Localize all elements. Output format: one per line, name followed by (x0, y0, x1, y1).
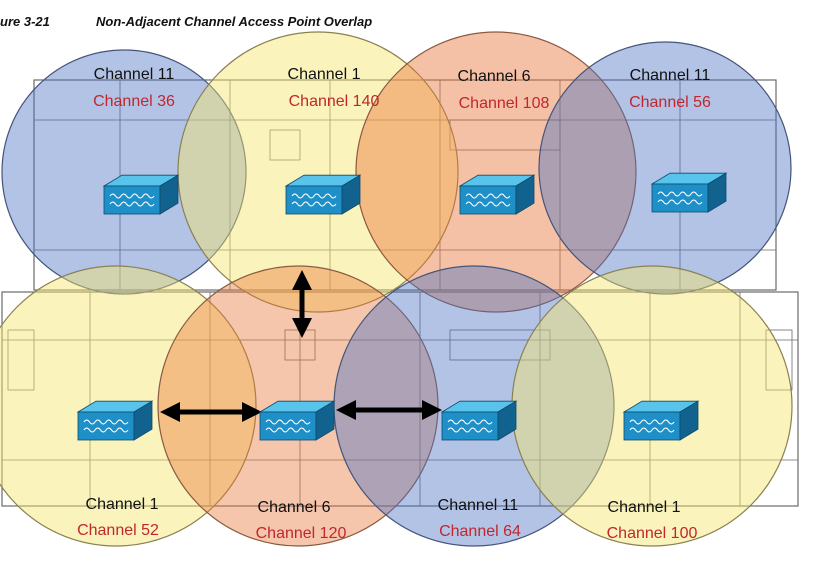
access-point-icon (102, 174, 180, 215)
cell-5-channel-a: Channel 52 (77, 522, 159, 539)
figure-caption: ure 3-21 Non-Adjacent Channel Access Poin… (0, 14, 372, 29)
access-point-icon (622, 400, 700, 441)
cell-5-channel-b: Channel 1 (86, 496, 159, 513)
cell-4-channel-b: Channel 11 (630, 67, 711, 84)
access-point-icon (440, 400, 518, 441)
access-point-icon (76, 400, 154, 441)
access-point-icon (650, 172, 728, 213)
cell-6-channel-b: Channel 6 (258, 499, 331, 516)
coverage-cell-1 (1, 49, 247, 295)
figure-number: ure 3-21 (0, 14, 50, 29)
coverage-cell-4 (538, 41, 792, 295)
interference-arrows (160, 270, 442, 422)
cell-8-channel-a: Channel 100 (607, 525, 698, 542)
cell-3-channel-a: Channel 108 (459, 95, 550, 112)
cell-8-channel-b: Channel 1 (608, 499, 681, 516)
cell-6-channel-a: Channel 120 (256, 525, 347, 542)
cell-4-channel-a: Channel 56 (629, 94, 711, 111)
access-point-icon (284, 174, 362, 215)
coverage-cell-3 (355, 31, 637, 313)
access-point-icon (258, 400, 336, 441)
cell-2-channel-a: Channel 140 (289, 93, 380, 110)
cell-1-channel-b: Channel 11 (94, 66, 175, 83)
access-points (76, 172, 728, 441)
cell-3-channel-b: Channel 6 (458, 68, 531, 85)
figure-title: Non-Adjacent Channel Access Point Overla… (96, 14, 373, 29)
access-point-icon (458, 174, 536, 215)
cell-7-channel-a: Channel 64 (439, 523, 521, 540)
cell-1-channel-a: Channel 36 (93, 93, 175, 110)
cell-7-channel-b: Channel 11 (438, 497, 519, 514)
channel-labels: Channel 11 Channel 36 Channel 1 Channel … (77, 66, 711, 542)
cell-2-channel-b: Channel 1 (288, 66, 361, 83)
coverage-cell-2 (177, 31, 459, 313)
